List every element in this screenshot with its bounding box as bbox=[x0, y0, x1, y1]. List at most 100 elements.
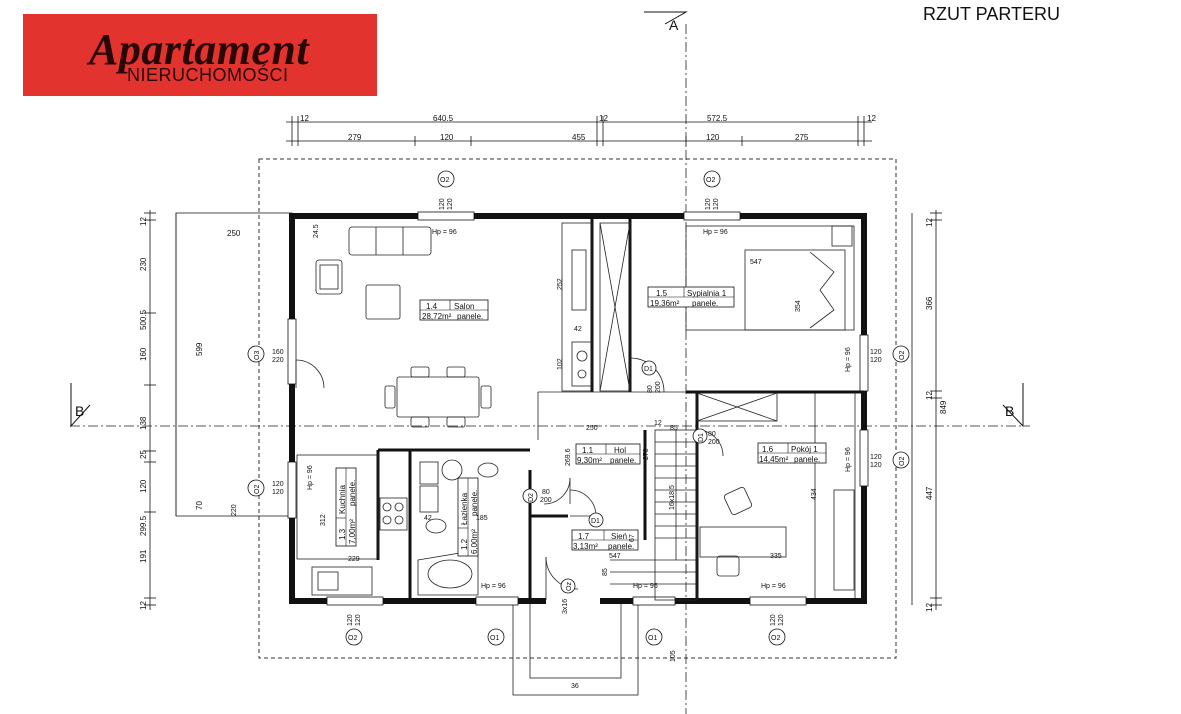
hp-note-room-right: Hp = 96 bbox=[845, 447, 852, 472]
sypialnia-name: Sypialnia 1 bbox=[687, 289, 727, 298]
win-size-bottom-1: 120 bbox=[347, 614, 354, 626]
dim-right-end-bottom: 12 bbox=[925, 603, 934, 612]
hp-note-room: Hp = 96 bbox=[761, 583, 786, 590]
room-label-hol: 1.1 Hol 9,30m² panele. bbox=[575, 443, 641, 465]
tag-d2-bath: D2 bbox=[528, 493, 535, 502]
dim-in-12: 434 bbox=[811, 488, 818, 500]
dim-top-total-right: 572.5 bbox=[707, 114, 728, 123]
dim-left-end-bottom: 12 bbox=[139, 601, 148, 610]
porch-step-note: 36 bbox=[571, 683, 579, 690]
salon-area: 28,72m² bbox=[422, 312, 452, 321]
dim-in-22: 220 bbox=[272, 357, 284, 364]
plan-title: RZUT PARTERU bbox=[923, 4, 1061, 24]
dimension-lines-top bbox=[286, 116, 872, 146]
dim-top-end-right: 12 bbox=[867, 114, 876, 123]
tag-d1-hall: D1 bbox=[591, 518, 600, 525]
hp-note-bedroom-right: Hp = 96 bbox=[845, 347, 852, 372]
tag-d1-room: D1 bbox=[698, 433, 705, 442]
lazienka-number: 1.2 bbox=[460, 538, 469, 550]
kuchnia-name: Kuchnia bbox=[338, 485, 347, 514]
tag-circles bbox=[247, 170, 910, 646]
sien-area: 3,13m² bbox=[573, 542, 598, 551]
win-size-right-4: 120 bbox=[870, 462, 882, 469]
win-size-bottom-4: 120 bbox=[778, 614, 785, 626]
logo-subtitle: NIERUCHOMOŚCI bbox=[127, 65, 289, 85]
dim-in-18: 67 bbox=[629, 534, 636, 542]
room-label-sypialnia: 1.5 Sypialnia 1 19,36m² panele. bbox=[647, 286, 735, 308]
salon-name: Salon bbox=[454, 302, 474, 311]
dim-in-13: 335 bbox=[770, 553, 782, 560]
dim-left-porch: 250 bbox=[227, 229, 241, 238]
dim-in-28: 200 bbox=[708, 439, 720, 446]
sien-name: Sień bbox=[611, 532, 627, 541]
pokoj-number: 1.6 bbox=[762, 445, 774, 454]
win-size-top-2: 120 bbox=[713, 198, 720, 210]
dim-left-f: 299.5 bbox=[139, 515, 148, 536]
dim-top-seg-5: 275 bbox=[795, 133, 809, 142]
tag-o2-top-right: O2 bbox=[706, 177, 715, 184]
dim-right-total: 849 bbox=[939, 400, 948, 414]
win-size-right-1: 120 bbox=[870, 349, 882, 356]
tag-labels: O2 O2 O3 O2 O2 O2 O2 O1 O1 O2 D1 D1 D1 D… bbox=[254, 177, 906, 642]
dim-in-1: 24.5 bbox=[313, 224, 320, 238]
dim-left-total: 599 bbox=[195, 342, 204, 356]
dim-in-26: 200 bbox=[655, 381, 662, 393]
dim-right-end-mid: 12 bbox=[925, 391, 934, 400]
dim-in-25: 80 bbox=[647, 385, 654, 393]
hp-note-bedroom: Hp = 96 bbox=[703, 229, 728, 236]
dim-in-9: 270 bbox=[643, 448, 650, 460]
dim-in-2: 252 bbox=[557, 278, 564, 290]
dim-top-end-mid: 12 bbox=[599, 114, 608, 123]
dim-left-outer: 500.5 bbox=[139, 309, 148, 330]
dim-top-total-left: 640.5 bbox=[433, 114, 454, 123]
terrace-step-note: 220 bbox=[231, 504, 238, 516]
dim-top-seg-3: 455 bbox=[572, 133, 586, 142]
dim-top-seg-4: 120 bbox=[706, 133, 720, 142]
dim-in-8: 269.6 bbox=[565, 448, 572, 466]
hp-note-salon: Hp = 96 bbox=[432, 229, 457, 236]
section-a-arrow bbox=[644, 11, 688, 25]
dim-in-29: 3x16 bbox=[562, 599, 569, 614]
section-b-left-arrow bbox=[70, 383, 91, 428]
tag-o2-bottom-left: O2 bbox=[348, 635, 357, 642]
hol-area: 9,30m² bbox=[577, 456, 602, 465]
dim-left-c: 138 bbox=[139, 416, 148, 430]
pokoj-floor: panele. bbox=[794, 455, 820, 464]
door-swings bbox=[295, 357, 724, 600]
pokoj-area: 14,45m² bbox=[759, 455, 789, 464]
sien-floor: panele. bbox=[608, 542, 634, 551]
sien-number: 1.7 bbox=[578, 532, 590, 541]
dim-in-21: 160 bbox=[272, 349, 284, 356]
dim-top-seg-1: 279 bbox=[348, 133, 362, 142]
room-label-sien: 1.7 Sień 3,13m² panele. bbox=[571, 529, 639, 551]
hp-note-bath: Hp = 96 bbox=[481, 583, 506, 590]
room-label-pokoj: 1.6 Pokój 1 14,45m² panele. bbox=[757, 442, 827, 464]
dim-in-27: 80 bbox=[708, 431, 716, 438]
roof-outline bbox=[258, 158, 897, 659]
tag-o2-bottom-right: O2 bbox=[771, 635, 780, 642]
tag-oz-entry: Oz bbox=[566, 582, 573, 591]
dim-in-23: 80 bbox=[542, 489, 550, 496]
section-b-left-label: B bbox=[75, 403, 84, 419]
tag-d1-bedroom: D1 bbox=[644, 366, 653, 373]
win-size-top-1: 120 bbox=[705, 198, 712, 210]
dim-in-16: 185 bbox=[476, 515, 488, 522]
dim-left-d: 25 bbox=[139, 450, 148, 459]
dim-left-a: 230 bbox=[139, 257, 148, 271]
tag-o3-left: O3 bbox=[254, 351, 261, 360]
light-walls bbox=[537, 222, 856, 598]
section-b-right-label: B bbox=[1005, 403, 1014, 419]
salon-floor: panele. bbox=[457, 312, 483, 321]
dim-in-17: 42 bbox=[424, 515, 432, 522]
dim-in-14: 229 bbox=[348, 556, 360, 563]
staircase bbox=[610, 429, 698, 601]
dim-top-end-left: 12 bbox=[300, 114, 309, 123]
dim-in-20: 547 bbox=[609, 553, 621, 560]
section-b-right-arrow bbox=[1002, 383, 1024, 428]
sypialnia-area: 19,36m² bbox=[650, 299, 680, 308]
logo-script-text: Apartament bbox=[89, 25, 310, 74]
tag-o2-top-left: O2 bbox=[440, 177, 449, 184]
dim-in-10: 85 bbox=[670, 425, 678, 432]
stairs-note: 16x18.5 bbox=[669, 485, 676, 510]
